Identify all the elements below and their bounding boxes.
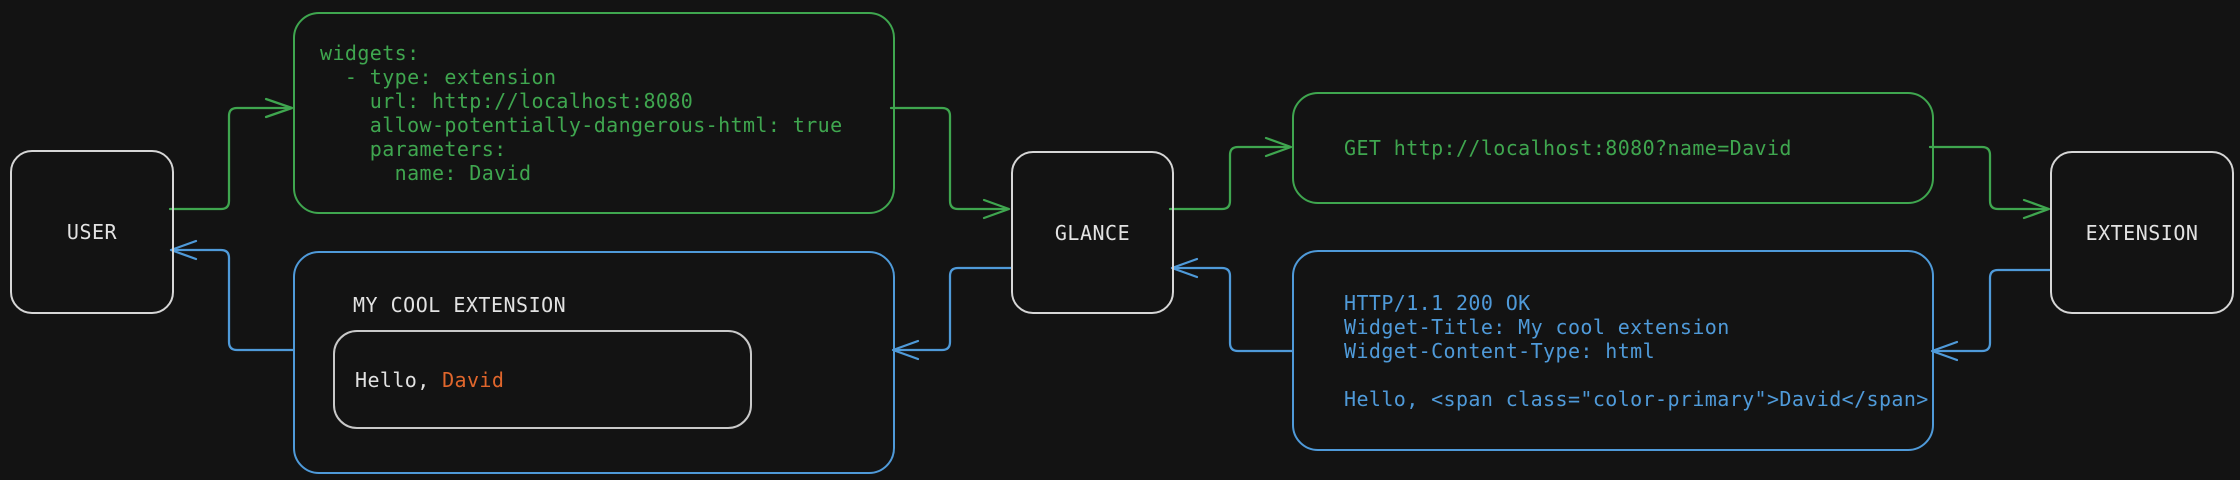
arrow-shaft [892,266,1013,352]
config-yaml-code: widgets: - type: extension url: http://l… [320,41,843,185]
arrow-request-to-extension [1928,145,2051,220]
arrow-glance-to-widget [891,266,1013,361]
config-yaml-box: widgets: - type: extension url: http://l… [293,12,895,214]
http-request-box: GET http://localhost:8080?name=David [1292,92,1934,204]
node-extension: EXTENSION [2050,151,2234,314]
node-extension-label: EXTENSION [2085,220,2199,245]
node-glance-label: GLANCE [1054,220,1131,245]
widget-title-label: MY COOL EXTENSION [353,293,567,317]
arrow-user-to-config [168,97,294,211]
arrow-shaft [1928,145,2050,211]
arrow-shaft [1168,145,1292,211]
arrow-extension-to-response [1930,268,2052,362]
greeting-name: David [442,367,505,392]
arrow-head [1264,136,1293,158]
http-response-box: HTTP/1.1 200 OK Widget-Title: My cool ex… [1292,250,1934,451]
arrow-shaft [1931,268,2052,353]
node-user-label: USER [66,220,118,244]
arrow-head [2022,198,2051,220]
arrow-shaft [170,248,295,352]
arrow-head [264,97,294,119]
arrow-shaft [1171,266,1294,353]
arrow-head [169,239,198,261]
arrow-head [982,198,1011,220]
node-glance: GLANCE [1011,151,1174,314]
http-response-code: HTTP/1.1 200 OK Widget-Title: My cool ex… [1344,290,1929,411]
arrow-glance-to-request [1168,136,1293,211]
widget-preview-box: MY COOL EXTENSION Hello, David [293,251,895,474]
arrow-widget-to-user [169,239,295,352]
http-request-code: GET http://localhost:8080?name=David [1344,136,1792,160]
node-user: USER [10,150,174,314]
greeting-prefix: Hello, [355,367,443,392]
arrow-response-to-glance [1170,257,1294,353]
widget-greeting-box: Hello, David [333,330,752,429]
arrow-shaft [889,106,1010,211]
arrow-config-to-glance [889,106,1011,220]
arrow-shaft [168,106,293,211]
